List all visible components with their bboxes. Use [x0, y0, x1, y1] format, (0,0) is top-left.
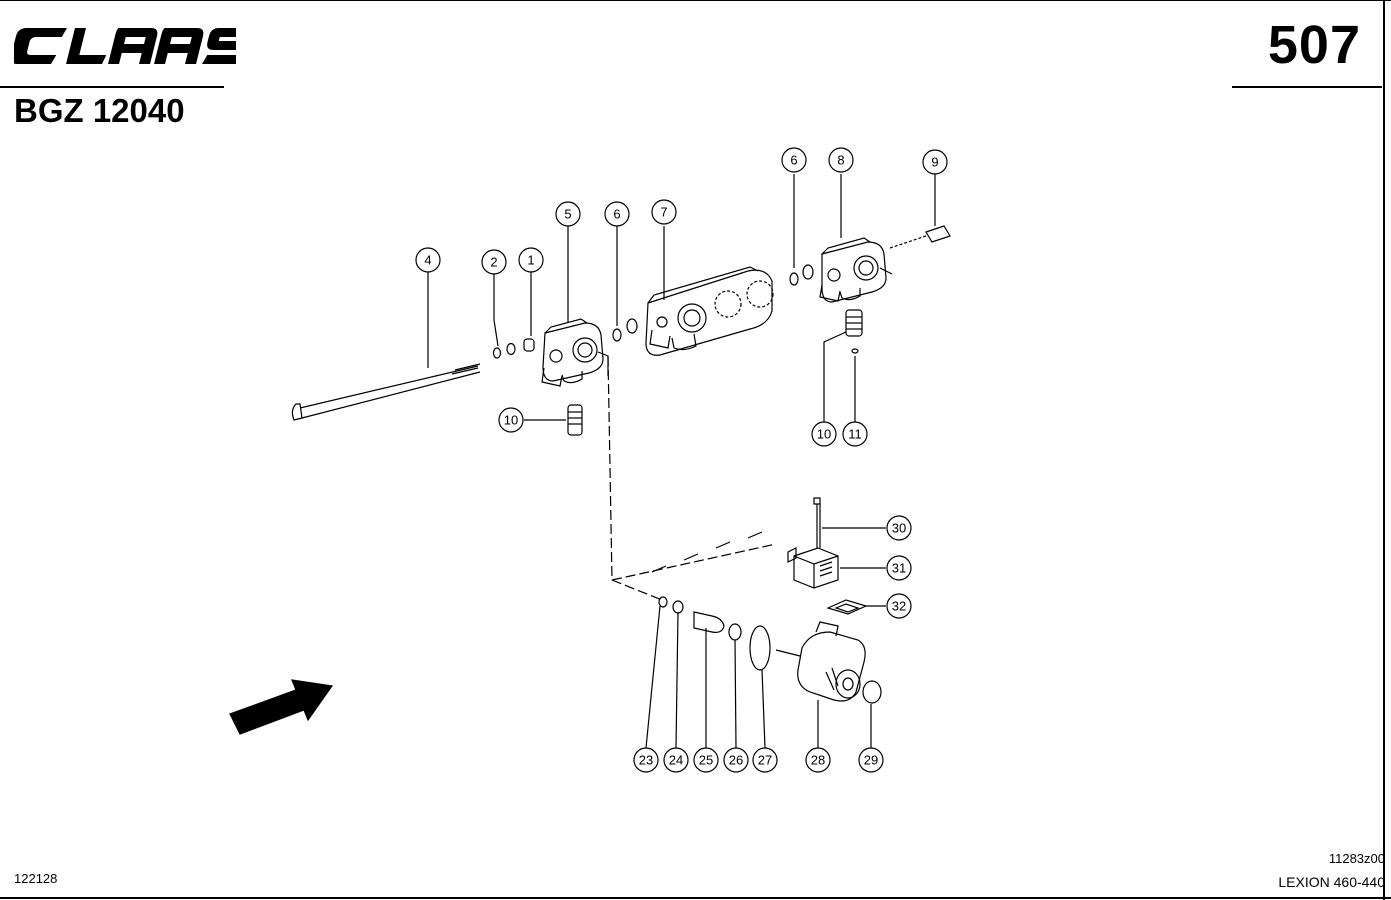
callout-23: 23: [633, 747, 659, 773]
part-washers: [492, 272, 535, 359]
callout-32: 32: [886, 593, 912, 619]
svg-text:31: 31: [892, 561, 906, 576]
model-name: LEXION 460-440: [1278, 874, 1385, 890]
svg-text:24: 24: [669, 753, 683, 768]
svg-text:8: 8: [837, 153, 844, 168]
callout-6-left: 6: [604, 201, 630, 227]
part-valve-body-right: [819, 174, 893, 303]
svg-text:27: 27: [758, 753, 772, 768]
part-fitting-right: [823, 309, 863, 422]
drawing-id: 11283z00: [1328, 851, 1385, 866]
callout-2: 2: [481, 249, 507, 275]
callout-10-left: 10: [498, 407, 524, 433]
svg-text:10: 10: [504, 413, 518, 428]
part-solenoid: [775, 621, 866, 748]
part-coil-connector: [787, 547, 886, 589]
callout-5: 5: [555, 201, 581, 227]
part-tie-rod: [291, 272, 481, 421]
svg-text:6: 6: [613, 207, 620, 222]
svg-text:32: 32: [892, 599, 906, 614]
part-gasket: [826, 599, 886, 615]
direction-arrow-icon: [229, 679, 334, 735]
callout-11: 11: [842, 421, 868, 447]
right-border: [1383, 0, 1385, 900]
svg-text:30: 30: [892, 521, 906, 536]
part-small-seals: [645, 596, 771, 749]
svg-text:26: 26: [729, 753, 743, 768]
svg-text:10: 10: [817, 427, 831, 442]
part-orings-left: [612, 226, 638, 342]
svg-text:5: 5: [564, 207, 571, 222]
callout-24: 24: [663, 747, 689, 773]
callout-29: 29: [858, 747, 884, 773]
callout-9: 9: [922, 149, 948, 175]
callout-27: 27: [752, 747, 778, 773]
part-fitting-left: [524, 404, 583, 436]
group-code: BGZ 12040: [14, 92, 185, 129]
svg-text:7: 7: [660, 205, 667, 220]
callout-1: 1: [518, 247, 544, 273]
mount-plate-outline: [611, 543, 777, 581]
page-number: 507: [1267, 15, 1361, 75]
callout-8: 8: [828, 147, 854, 173]
svg-text:2: 2: [490, 255, 497, 270]
svg-text:1: 1: [527, 253, 534, 268]
svg-text:4: 4: [424, 253, 431, 268]
claas-logo: [14, 28, 236, 64]
header-rule-left: [0, 86, 224, 88]
mount-plate-hatch: [651, 531, 763, 573]
assembly-leader: [607, 355, 663, 601]
callout-26: 26: [723, 747, 749, 773]
part-fitting-9: [889, 174, 951, 249]
callout-31: 31: [886, 555, 912, 581]
top-border: [0, 0, 1391, 1]
part-screw: [813, 497, 886, 548]
part-valve-body-left: [541, 226, 609, 387]
svg-text:28: 28: [811, 753, 825, 768]
callout-10-right: 10: [811, 421, 837, 447]
svg-text:25: 25: [699, 753, 713, 768]
document-id: 122128: [14, 871, 58, 886]
part-orings-right: [789, 174, 814, 286]
callout-28: 28: [805, 747, 831, 773]
part-valve-block-middle: [645, 226, 774, 356]
callout-6-right: 6: [781, 147, 807, 173]
callout-7: 7: [651, 199, 677, 225]
svg-text:11: 11: [848, 427, 862, 442]
part-oring-29: [862, 680, 882, 748]
svg-text:29: 29: [864, 753, 878, 768]
bottom-border: [0, 897, 1391, 899]
callout-30: 30: [886, 515, 912, 541]
header-rule-right: [1232, 86, 1382, 88]
callout-25: 25: [693, 747, 719, 773]
svg-text:9: 9: [931, 155, 938, 170]
svg-text:23: 23: [639, 753, 653, 768]
callout-4: 4: [415, 247, 441, 273]
svg-text:6: 6: [790, 153, 797, 168]
